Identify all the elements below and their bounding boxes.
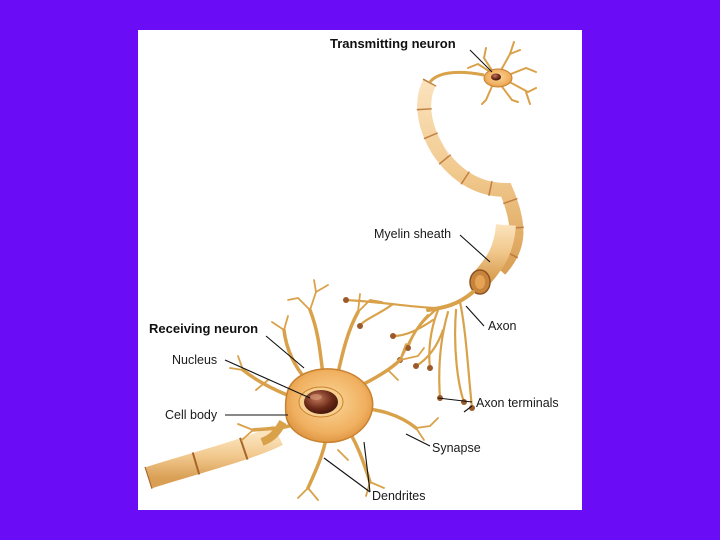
diagram-panel: Transmitting neuron Myelin sheath Axon R… bbox=[138, 30, 582, 510]
myelin-sheath bbox=[424, 72, 516, 294]
svg-text:Receiving neuron: Receiving neuron bbox=[149, 321, 258, 336]
neuron-diagram: Transmitting neuron Myelin sheath Axon R… bbox=[138, 30, 582, 510]
svg-text:Myelin sheath: Myelin sheath bbox=[374, 227, 451, 241]
label-axon-terminals: Axon terminals bbox=[438, 396, 559, 412]
nucleus-shape bbox=[299, 387, 343, 417]
svg-text:Cell body: Cell body bbox=[165, 408, 218, 422]
svg-text:Synapse: Synapse bbox=[432, 441, 481, 455]
label-axon: Axon bbox=[466, 306, 517, 333]
label-myelin-sheath: Myelin sheath bbox=[374, 227, 490, 262]
svg-text:Axon: Axon bbox=[488, 319, 517, 333]
svg-text:Transmitting neuron: Transmitting neuron bbox=[330, 36, 456, 51]
label-synapse: Synapse bbox=[406, 434, 481, 455]
label-transmitting-neuron: Transmitting neuron bbox=[330, 36, 492, 72]
svg-text:Nucleus: Nucleus bbox=[172, 353, 217, 367]
label-cell-body: Cell body bbox=[165, 408, 288, 422]
svg-text:Axon terminals: Axon terminals bbox=[476, 396, 559, 410]
svg-text:Dendrites: Dendrites bbox=[372, 489, 426, 503]
